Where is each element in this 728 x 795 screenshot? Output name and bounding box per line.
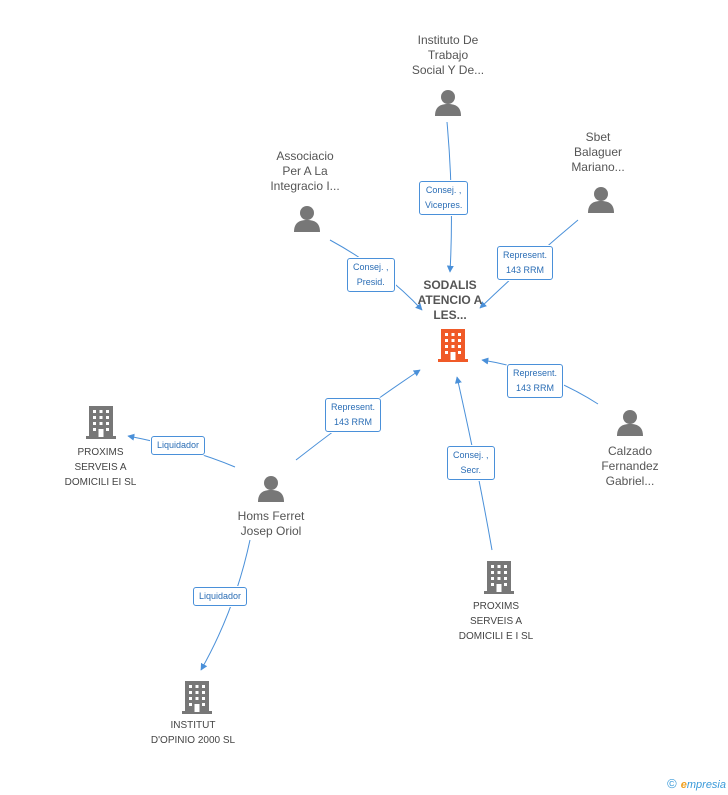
edge-label-institut: Liquidador xyxy=(193,587,248,606)
edge-label-proxims1: Liquidador xyxy=(151,436,206,455)
node-label-instituto[interactable]: Instituto De Trabajo Social Y De... xyxy=(411,33,485,77)
person-icon[interactable] xyxy=(435,90,461,116)
node-label-sbet[interactable]: Sbet Balaguer Mariano... xyxy=(571,130,625,174)
edge-label-instituto: Consej. , Vicepres. xyxy=(419,181,469,215)
building-icon[interactable] xyxy=(86,406,116,439)
person-icon[interactable] xyxy=(617,410,643,436)
node-label-calzado[interactable]: Calzado Fernandez Gabriel... xyxy=(601,444,659,488)
node-label-institut[interactable]: INSTITUT D'OPINIO 2000 SL xyxy=(150,720,236,746)
building-icon[interactable] xyxy=(182,681,212,714)
person-icon[interactable] xyxy=(294,206,320,232)
copyright-icon: © xyxy=(667,776,677,791)
footer-brand: ©empresia xyxy=(667,776,726,791)
edge-label-associacio: Consej. , Presid. xyxy=(347,258,395,292)
edge-label-proxims2: Consej. , Secr. xyxy=(447,446,495,480)
node-label-center[interactable]: SODALIS ATENCIO A LES... xyxy=(417,278,483,322)
node-label-proxims2[interactable]: PROXIMS SERVEIS A DOMICILI E I SL xyxy=(458,601,534,642)
edge-label-homs: Represent. 143 RRM xyxy=(325,398,382,432)
edge-institut xyxy=(200,539,251,671)
person-icon[interactable] xyxy=(588,187,614,213)
brand-logo: empresia xyxy=(680,779,726,791)
edge-label-calzado: Represent. 143 RRM xyxy=(507,364,564,398)
node-label-proxims1[interactable]: PROXIMS SERVEIS A DOMICILI EI SL xyxy=(64,447,137,488)
person-icon[interactable] xyxy=(258,476,284,502)
building-icon-highlight[interactable] xyxy=(438,329,468,362)
node-label-associacio[interactable]: Associacio Per A La Integracio I... xyxy=(270,149,340,193)
edge-label-sbet: Represent. 143 RRM xyxy=(497,246,554,280)
building-icon[interactable] xyxy=(484,561,514,594)
node-label-homs[interactable]: Homs Ferret Josep Oriol xyxy=(237,509,305,538)
